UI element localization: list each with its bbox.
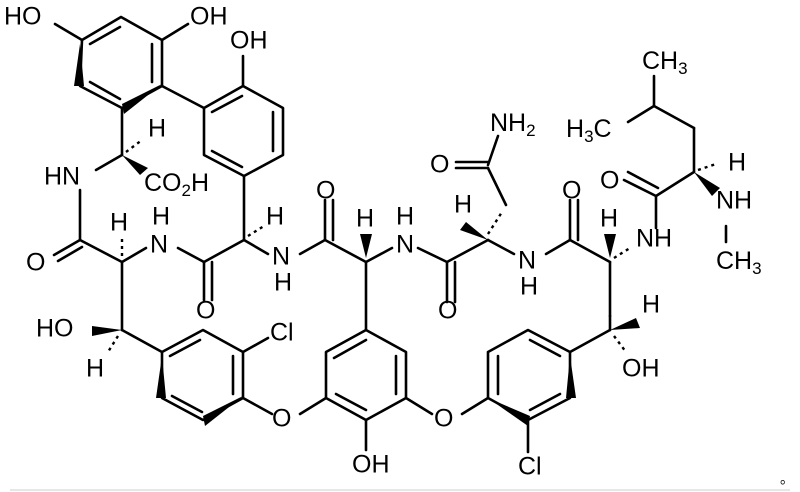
label-ho-left: HO bbox=[36, 315, 74, 343]
ring-resorcinol bbox=[53, 15, 206, 114]
label-n-amide2: N bbox=[150, 231, 168, 259]
label-hn-alpha1: HN bbox=[44, 163, 80, 191]
ring-chlorophenyl-left bbox=[92, 260, 274, 426]
label-h-alpha2: H bbox=[110, 209, 128, 237]
label-h-alpha5: H bbox=[454, 191, 472, 219]
ring-central-phenol bbox=[298, 328, 434, 452]
label-h-alpha1: H bbox=[148, 115, 166, 143]
label-h-leu: H bbox=[728, 149, 746, 177]
label-nh-methyl: NH bbox=[716, 187, 752, 215]
label-h-amide5: H bbox=[520, 273, 538, 301]
label-cl-right: Cl bbox=[518, 453, 542, 481]
label-o-amide2: O bbox=[196, 297, 215, 325]
label-h-amide2: H bbox=[152, 203, 170, 231]
label-cl-left: Cl bbox=[270, 319, 294, 347]
label-h3c: H3C bbox=[566, 115, 612, 147]
label-h-right: H bbox=[642, 291, 660, 319]
label-h-amide3: H bbox=[274, 269, 292, 297]
label-ho-top-left: HO bbox=[4, 3, 42, 31]
ring-chlorophenyl-right bbox=[460, 314, 640, 454]
label-h-alpha3: H bbox=[266, 203, 284, 231]
label-h-left: H bbox=[86, 355, 104, 383]
n-methyl-leucine bbox=[622, 74, 728, 244]
label-oh-biaryl: OH bbox=[230, 27, 268, 55]
label-o-leu: O bbox=[600, 167, 619, 195]
label-oh-right: OH bbox=[622, 355, 660, 383]
label-o-ether-left: O bbox=[272, 405, 291, 433]
label-n-amide3: N bbox=[272, 243, 290, 271]
label-nh-amide6: NH bbox=[636, 225, 672, 253]
atom-labels: HO OH OH H HN CO2H O H H N O H N H O H H… bbox=[4, 3, 794, 487]
label-n-amide5: N bbox=[518, 247, 536, 275]
label-o-ether-right: O bbox=[434, 405, 453, 433]
label-n-amide4: N bbox=[396, 231, 414, 259]
label-ch3-methyl: CH3 bbox=[716, 247, 762, 279]
label-o-asn: O bbox=[430, 151, 449, 179]
footer-mark: 。 bbox=[780, 471, 794, 487]
label-co2h: CO2H bbox=[144, 169, 209, 201]
label-h-amide4: H bbox=[396, 203, 414, 231]
label-h-alpha6: H bbox=[600, 205, 618, 233]
label-o-amide4: O bbox=[438, 297, 457, 325]
ring-phenol-biaryl bbox=[202, 54, 285, 178]
alpha-carbon-1 bbox=[52, 106, 270, 302]
peptide-backbone-center bbox=[298, 134, 631, 332]
label-oh-bottom: OH bbox=[352, 451, 390, 479]
label-oh-top-mid: OH bbox=[190, 3, 228, 31]
label-nh2: NH2 bbox=[490, 109, 536, 141]
label-h-alpha4: H bbox=[356, 205, 374, 233]
label-o-amide3: O bbox=[316, 177, 335, 205]
label-ch3-top: CH3 bbox=[642, 47, 688, 79]
label-o-amide1: O bbox=[26, 249, 45, 277]
label-o-amide5: O bbox=[562, 177, 581, 205]
